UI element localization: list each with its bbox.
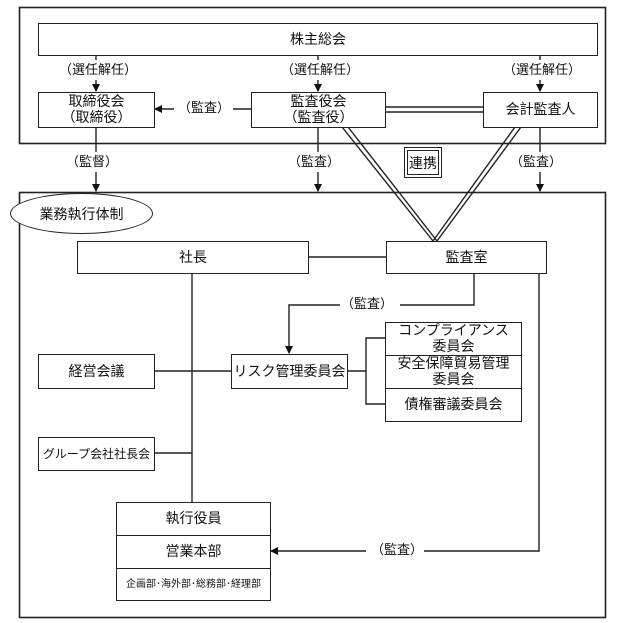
elect-dismiss-label-accounting: （選任解任） [503,63,582,79]
accounting-auditor-label: 会計監査人 [505,102,576,118]
export-control-committee-line1: 安全保障貿易管理 [397,356,510,372]
internal-audit-box: 監査室 [386,241,547,274]
cooperation-badge: 連携 [404,147,442,178]
board-label: 取締役会 [68,94,125,110]
executive-officers-row: 執行役員 [117,503,270,536]
export-control-committee: 安全保障貿易管理 委員会 [386,356,521,389]
audit-risk-label: （監査） [341,297,394,313]
cooperation-v-right-b [436,126,522,242]
auditors-board-sublabel: （監査役） [283,110,354,126]
audit-business-path [424,273,540,552]
credit-review-committee-label: 債権審議委員会 [404,396,503,413]
shareholders-meeting-box: 株主総会 [38,23,598,56]
elect-dismiss-label-auditors: （選任解任） [281,63,360,79]
export-control-committee-line2: 委員会 [432,372,475,388]
departments-label: 企画部･海外部･総務部･経理部 [126,578,261,590]
president-label: 社長 [179,249,207,266]
management-meeting-label: 経営会議 [68,363,125,380]
group-presidents-meeting-label: グループ会社社長会 [42,447,151,461]
compliance-committee-line1: コンプライアンス [398,323,509,339]
execution-system-label: 業務執行体制 [39,206,124,223]
audit-risk-path [400,273,475,306]
internal-audit-label: 監査室 [445,249,488,266]
executive-officers-label: 執行役員 [165,511,222,527]
risk-committee-label: リスク管理委員会 [233,363,346,380]
execution-frame [18,191,607,619]
shareholders-meeting-label: 株主総会 [290,31,346,48]
board-of-directors-box: 取締役会 （取締役） [38,92,155,128]
compliance-committee: コンプライアンス 委員会 [386,323,521,356]
risk-committee-box: リスク管理委員会 [231,354,348,389]
compliance-committee-line2: 委員会 [432,339,475,355]
accounting-auditor-box: 会計監査人 [483,92,598,128]
auditors-audit-label: （監査） [288,155,341,171]
cooperation-label: 連携 [409,155,437,172]
execution-system-title: 業務執行体制 [10,193,153,234]
sales-division-label: 営業本部 [165,544,222,560]
elect-dismiss-label-board: （選任解任） [59,63,138,79]
officers-stack: 執行役員 営業本部 企画部･海外部･総務部･経理部 [116,502,271,601]
board-sublabel: （取締役） [61,110,132,126]
cooperation-v-right-a [432,126,516,242]
auditors-board-label: 監査役会 [290,94,347,110]
accounting-audit-label: （監査） [510,155,563,171]
group-presidents-meeting-box: グループ会社社長会 [38,437,155,471]
credit-review-committee: 債権審議委員会 [386,389,521,420]
departments-row: 企画部･海外部･総務部･経理部 [117,569,270,600]
management-meeting-box: 経営会議 [38,354,155,389]
auditors-board-box: 監査役会 （監査役） [251,92,386,128]
president-box: 社長 [77,241,309,274]
cooperation-v-left-b [347,126,438,242]
audit-business-label: （監査） [371,543,424,559]
supervision-label: （監督） [66,155,119,171]
governance-frame [18,6,607,145]
committees-stack: コンプライアンス 委員会 安全保障貿易管理 委員会 債権審議委員会 [385,322,522,422]
audit-board-label: （監査） [178,101,231,117]
audit-risk-path-left [285,304,340,354]
sales-division-row: 営業本部 [117,536,270,569]
committee-bracket [365,337,385,405]
cooperation-v-left-a [341,126,434,242]
